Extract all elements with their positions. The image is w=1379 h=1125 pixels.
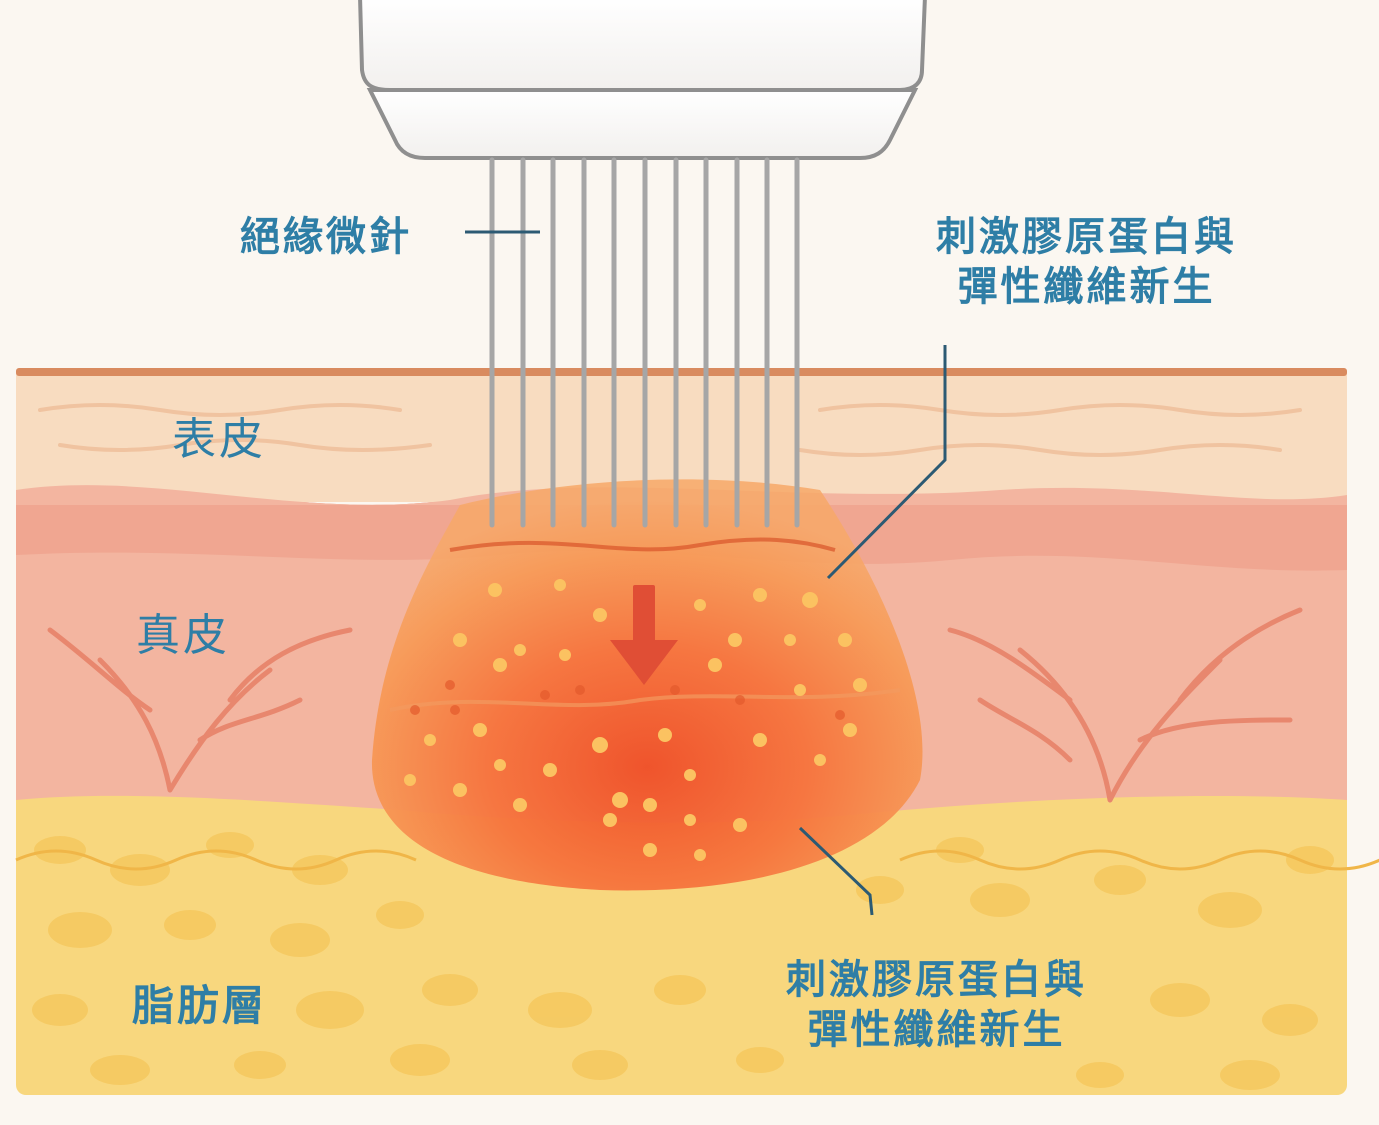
regeneration-label-lower-line1: 刺激膠原蛋白與 bbox=[786, 957, 1087, 1003]
epidermis-label: 表皮 bbox=[172, 414, 266, 465]
fat-layer-label: 脂肪層 bbox=[132, 981, 268, 1030]
heat-zone bbox=[371, 479, 923, 891]
regeneration-label-lower-line2: 彈性纖維新生 bbox=[807, 1007, 1066, 1053]
leader-lines bbox=[465, 230, 947, 916]
regeneration-label-lower: 刺激膠原蛋白與 彈性纖維新生 bbox=[786, 955, 1087, 1055]
down-arrow-icon bbox=[610, 585, 678, 685]
regeneration-label-upper: 刺激膠原蛋白與 彈性纖維新生 bbox=[936, 212, 1237, 312]
fat-wave-line bbox=[15, 849, 1379, 871]
microneedle-handpiece-icon bbox=[358, 0, 927, 160]
dermis-label: 真皮 bbox=[136, 610, 230, 661]
regeneration-label-upper-line1: 刺激膠原蛋白與 bbox=[936, 214, 1237, 260]
epidermis-lines bbox=[38, 403, 1302, 457]
skin-surface-line bbox=[16, 368, 1347, 376]
microneedle-array bbox=[489, 157, 800, 528]
blood-vessel-icon bbox=[47, 607, 1303, 803]
regeneration-label-upper-line2: 彈性纖維新生 bbox=[957, 264, 1216, 310]
fat-cells bbox=[32, 832, 1334, 1090]
needle-label: 絕緣微針 bbox=[240, 214, 412, 260]
